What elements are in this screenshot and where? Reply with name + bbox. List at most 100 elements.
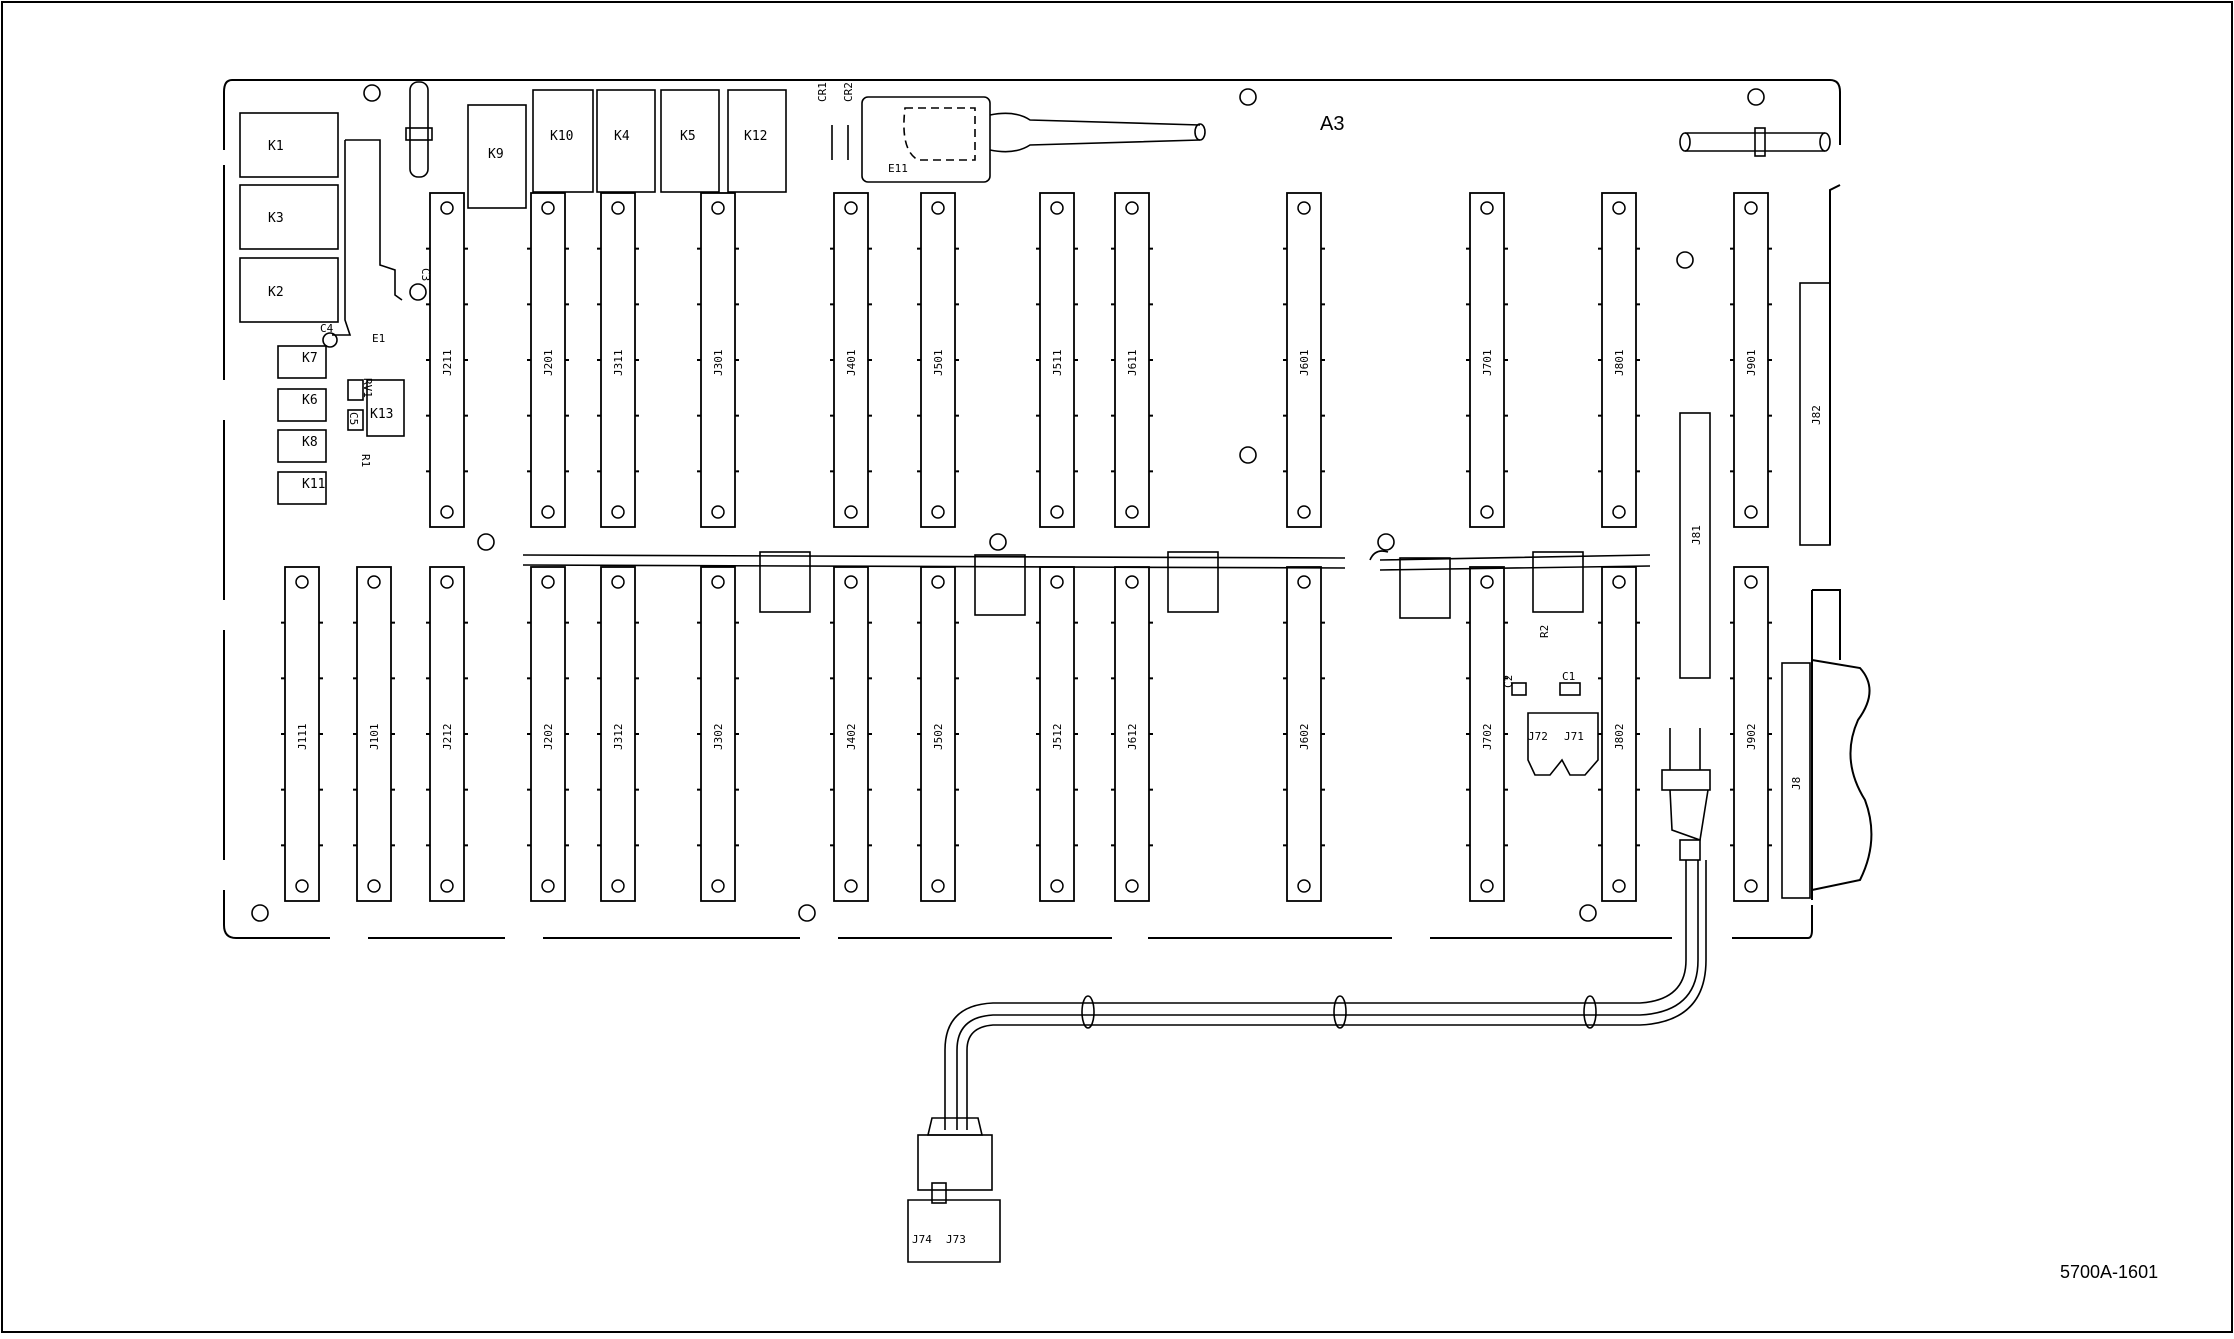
label-r2: R2 [1538, 625, 1551, 638]
relay-box-k1 [239, 112, 339, 178]
relay-label-k1: K1 [268, 139, 284, 154]
connector-label: J202 [542, 724, 555, 751]
relay-box-k8 [277, 429, 327, 463]
connector-label: J511 [1051, 350, 1064, 377]
connector-j401: J401 [830, 192, 872, 528]
label-cr2: CR2 [842, 82, 855, 102]
label-j8: J8 [1790, 777, 1803, 790]
connector-label: J701 [1481, 350, 1494, 377]
relay-label-k11: K11 [302, 477, 325, 492]
label-j71: J71 [1564, 730, 1584, 743]
connector-label: J311 [612, 350, 625, 377]
relay-label-k9: K9 [488, 147, 504, 162]
relay-box-k7 [277, 345, 327, 379]
mounting-hole [1239, 446, 1257, 464]
connector-j502: J502 [917, 566, 959, 902]
connector-label: J611 [1126, 350, 1139, 377]
connector-label: J801 [1613, 350, 1626, 377]
mounting-hole [1747, 88, 1765, 106]
relay-box-k9 [467, 104, 527, 209]
connector-label: J201 [542, 350, 555, 377]
relay-box-k5 [660, 89, 720, 193]
connector-j211: J211 [426, 192, 468, 528]
connector-j901: J901 [1730, 192, 1772, 528]
figure-id: 5700A-1601 [2060, 1262, 2158, 1282]
connector-j202: J202 [527, 566, 569, 902]
connector-label: J902 [1745, 724, 1758, 751]
connector-strips: J211 J201 J311 J301 J401 J501 J511 J611 J601 J701… [281, 192, 1772, 902]
label-c5: C5 [347, 412, 360, 425]
connector-label: J512 [1051, 724, 1064, 751]
mounting-hole [1239, 88, 1257, 106]
connector-label: J501 [932, 350, 945, 377]
connector-label: J901 [1745, 350, 1758, 377]
connector-j612: J612 [1111, 566, 1153, 902]
connector-j302: J302 [697, 566, 739, 902]
mounting-hole [1377, 533, 1395, 551]
label-j82: J82 [1810, 405, 1823, 425]
relay-label-k3: K3 [268, 211, 284, 226]
label-c4: C4 [320, 322, 334, 335]
connector-label: J401 [845, 350, 858, 377]
label-j74: J74 [912, 1233, 932, 1246]
mounting-hole [989, 533, 1007, 551]
connector-j602: J602 [1283, 566, 1325, 902]
labels: A3 K1 K3 K2 K7 K6 K8 K11 K13 K9 K10 K4 K… [268, 82, 2158, 1282]
relay-box-k10 [532, 89, 594, 193]
connector-j402: J402 [830, 566, 872, 902]
connector-j301: J301 [697, 192, 739, 528]
connector-j801: J801 [1598, 192, 1640, 528]
connector-label: J301 [712, 350, 725, 377]
label-j81: J81 [1690, 525, 1703, 545]
label-c1: C1 [1562, 670, 1575, 683]
mounting-holes [251, 84, 1765, 922]
connector-j601: J601 [1283, 192, 1325, 528]
connector-j802: J802 [1598, 566, 1640, 902]
relay-box-k13 [366, 379, 405, 437]
label-j73: J73 [946, 1233, 966, 1246]
relay-label-k12: K12 [744, 129, 767, 144]
relay-label-k10: K10 [550, 129, 573, 144]
relay-label-k2: K2 [268, 285, 284, 300]
relay-box-k2 [239, 257, 339, 323]
label-c3: C3 [419, 268, 432, 281]
connector-label: J502 [932, 724, 945, 751]
component-outlines [322, 81, 1831, 1263]
relay-label-k8: K8 [302, 435, 318, 450]
connector-j511: J511 [1036, 192, 1078, 528]
board-name-label: A3 [1320, 113, 1344, 135]
connector-j111: J111 [281, 566, 323, 902]
connector-label: J601 [1298, 350, 1311, 377]
relay-box-k6 [277, 388, 327, 422]
relay-label-k7: K7 [302, 351, 318, 366]
relay-box-k11 [277, 471, 327, 505]
connector-label: J802 [1613, 724, 1626, 751]
connector-label: J111 [296, 724, 309, 751]
mounting-hole [1579, 904, 1597, 922]
label-c2: C2 [1502, 675, 1515, 688]
label-cr1: CR1 [816, 82, 829, 102]
mounting-hole [1676, 251, 1694, 269]
connector-j101: J101 [353, 566, 395, 902]
connector-label: J402 [845, 724, 858, 751]
connector-j201: J201 [527, 192, 569, 528]
mounting-hole [798, 904, 816, 922]
connector-label: J212 [441, 724, 454, 751]
connector-label: J702 [1481, 724, 1494, 751]
mounting-hole [251, 904, 269, 922]
label-rv1: RV1 [361, 378, 374, 398]
connector-label: J101 [368, 724, 381, 751]
connector-j311: J311 [597, 192, 639, 528]
label-e11: E11 [888, 162, 908, 175]
connector-j702: J702 [1466, 566, 1508, 902]
relay-box-k12 [727, 89, 787, 193]
mounting-hole [477, 533, 495, 551]
connector-j501: J501 [917, 192, 959, 528]
connector-j212: J212 [426, 566, 468, 902]
label-j72: J72 [1528, 730, 1548, 743]
relay-label-k13: K13 [370, 407, 393, 422]
connector-label: J612 [1126, 724, 1139, 751]
mounting-hole [363, 84, 381, 102]
